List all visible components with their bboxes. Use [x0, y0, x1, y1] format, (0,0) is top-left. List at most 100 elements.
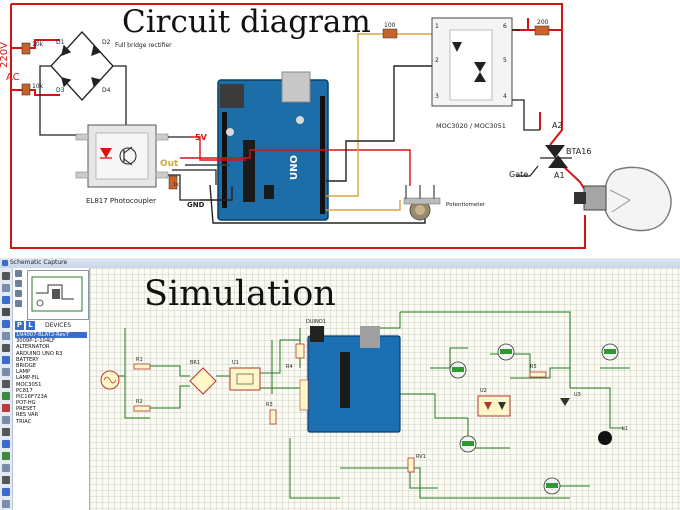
component-tool-icon[interactable] [2, 284, 10, 292]
u3-component[interactable] [560, 398, 570, 406]
text-tool-icon[interactable] [2, 320, 10, 328]
bus-tool-icon[interactable] [2, 332, 10, 340]
devices-header: P L DEVICES [15, 321, 87, 331]
device-list-item[interactable]: 1N4007-BLAT2-Rev7 [15, 332, 87, 339]
device-list-item[interactable]: BRIDGE [16, 362, 36, 369]
schematic-canvas[interactable]: R1 R2 BR1 U1 R3 R4 DUINO1 U2 U3 R5 L1 RV… [90, 268, 680, 510]
probe-tool-icon[interactable] [2, 404, 10, 412]
resistor-100 [382, 28, 398, 39]
r3-component[interactable] [269, 409, 277, 425]
r3-ref: R3 [266, 402, 273, 408]
device-list-item[interactable]: BATTERY [16, 356, 39, 363]
device-list-item[interactable]: PC817 [16, 387, 33, 394]
potentiometer [403, 185, 441, 221]
simulation-window: Schematic Capture [0, 258, 680, 510]
junction-tool-icon[interactable] [2, 296, 10, 304]
symbol-tool-icon[interactable] [2, 488, 10, 496]
rv1-component[interactable] [407, 457, 415, 473]
rotate-ccw-icon[interactable] [15, 280, 22, 287]
device-list-item[interactable]: POT-HG [16, 400, 36, 407]
terminal-tool-icon[interactable] [2, 356, 10, 364]
schematic-icon [2, 260, 8, 266]
simulation-title: Simulation [144, 274, 336, 314]
left-toolbar [0, 268, 13, 510]
arduino-component[interactable] [307, 335, 401, 433]
marker-tool-icon[interactable] [2, 500, 10, 508]
device-list-item[interactable]: 3009P-1-104LF [16, 338, 56, 345]
pot-label: Potentiometer [446, 202, 486, 208]
generator-tool-icon[interactable] [2, 392, 10, 400]
label-tool-icon[interactable] [2, 308, 10, 316]
r200-label: 200 [537, 19, 549, 26]
device-list-item[interactable]: TRIAC [16, 418, 32, 425]
device-list-item[interactable]: PRESET [16, 406, 36, 413]
instrument-tool-icon[interactable] [2, 416, 10, 424]
device-list-item[interactable]: RES VAR [16, 412, 39, 419]
moc-pin3: 3 [435, 93, 439, 100]
u2-component[interactable] [477, 395, 511, 417]
photocoupler [75, 124, 169, 188]
box-tool-icon[interactable] [2, 440, 10, 448]
out-label: Out [160, 159, 179, 169]
input-resistors [21, 42, 31, 96]
voltmeters [449, 343, 619, 495]
arduino-label: UNO [289, 155, 300, 180]
path-tool-icon[interactable] [2, 476, 10, 484]
rv1-ref: RV1 [416, 454, 426, 460]
pullup-resistor [168, 175, 178, 190]
rk-label: 1k [173, 182, 179, 188]
triac-label: BTA16 [566, 147, 591, 156]
r4-ref: R4 [286, 364, 293, 370]
r2-component[interactable] [133, 405, 151, 412]
br1-ref: BR1 [190, 360, 200, 366]
moc-pin5: 5 [503, 57, 507, 64]
overview-preview[interactable] [27, 270, 89, 320]
device-list-item[interactable]: PIC16F723A [16, 393, 48, 400]
schematic-drawing: R1 R2 BR1 U1 R3 R4 DUINO1 U2 U3 R5 L1 RV… [100, 311, 630, 499]
l1-ref: L1 [622, 426, 628, 432]
flip-h-icon[interactable] [15, 290, 22, 297]
circuit-diagram-title: Circuit diagram [122, 4, 371, 40]
device-list-item[interactable]: LAMP-FIL [16, 375, 40, 382]
u2-ref: U2 [480, 388, 487, 394]
r5-component[interactable] [529, 371, 547, 378]
pick-devices-button[interactable]: P [15, 321, 24, 330]
arduino-jack [310, 326, 324, 342]
arduino-usb [360, 326, 380, 348]
preview-drawing [31, 276, 83, 312]
rotate-cw-icon[interactable] [15, 270, 22, 277]
moc-pin1: 1 [435, 23, 439, 30]
moc-pin4: 4 [503, 93, 507, 100]
graph-tool-icon[interactable] [2, 380, 10, 388]
lamp-icon[interactable] [598, 431, 612, 445]
libraries-button[interactable]: L [26, 321, 35, 330]
device-list-item[interactable]: MOC3051 [16, 381, 42, 388]
circle-tool-icon[interactable] [2, 452, 10, 460]
flip-v-icon[interactable] [15, 300, 22, 307]
resistor-200 [534, 25, 550, 36]
window-title: Schematic Capture [10, 259, 68, 266]
line-tool-icon[interactable] [2, 428, 10, 436]
device-list-item[interactable]: ARDUINO UNO R3 [16, 350, 63, 357]
moc-pin6: 6 [503, 23, 507, 30]
d1-label: D1 [56, 39, 65, 46]
select-tool-icon[interactable] [2, 272, 10, 280]
u3-ref: U3 [574, 392, 581, 398]
bridge-component[interactable] [189, 367, 217, 395]
arc-tool-icon[interactable] [2, 464, 10, 472]
bridge-rectifier [39, 31, 127, 136]
arduino-chip [340, 352, 350, 408]
triac [516, 145, 572, 177]
voltage-label: 220V [0, 42, 10, 68]
v5-label: 5V [195, 133, 208, 142]
device-list-item[interactable]: ALTERNATOR [16, 344, 50, 351]
optocoupler-component[interactable] [229, 367, 261, 391]
pin-tool-icon[interactable] [2, 368, 10, 376]
subcircuit-tool-icon[interactable] [2, 344, 10, 352]
battery-component[interactable] [295, 343, 305, 359]
moc-wires [512, 29, 540, 131]
devices-label: DEVICES [45, 322, 72, 329]
r1-component[interactable] [133, 363, 151, 370]
device-list-item[interactable]: LAMP [16, 369, 31, 376]
